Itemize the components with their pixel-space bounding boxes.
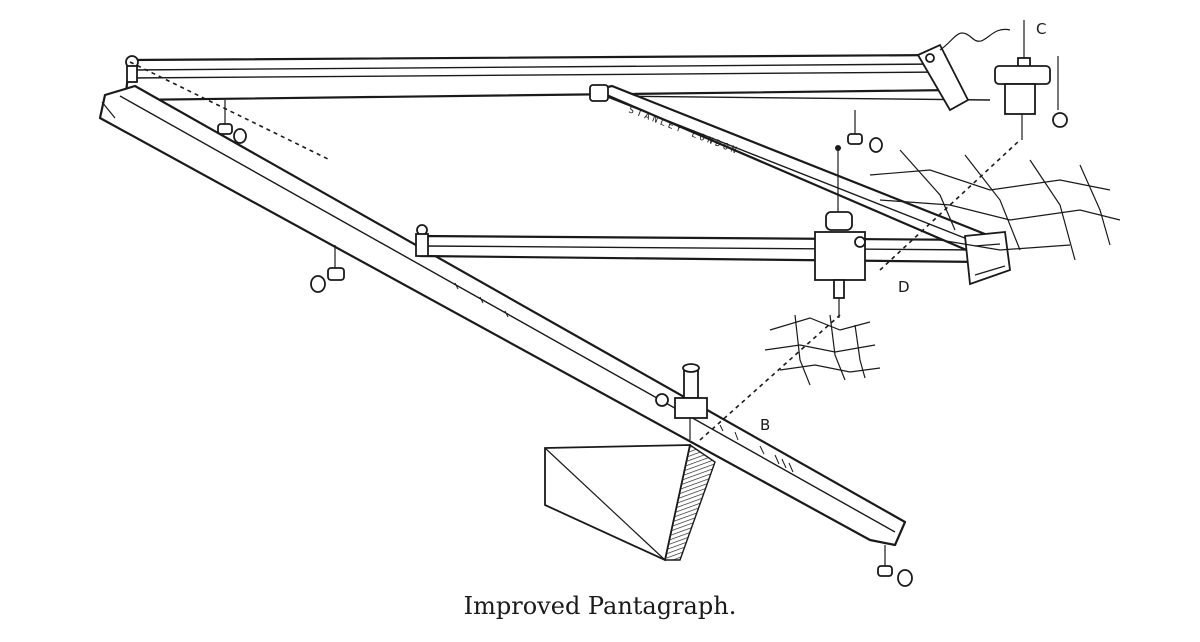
main-arm bbox=[98, 84, 907, 547]
label-c: C bbox=[1036, 20, 1046, 38]
traced-map-small bbox=[764, 314, 881, 386]
castor-wheel-3 bbox=[310, 245, 345, 293]
pivot-top-middle bbox=[589, 84, 609, 102]
figure-caption: Improved Pantagraph. bbox=[463, 592, 737, 620]
reference-line-top bbox=[129, 61, 331, 161]
top-arm bbox=[123, 53, 991, 102]
castor-wheel-2 bbox=[847, 110, 883, 153]
label-d: D bbox=[898, 278, 910, 296]
castor-wheel-1 bbox=[217, 100, 247, 144]
pivot-top-left bbox=[125, 55, 139, 83]
diagonal-arm: STANLEY LONDON bbox=[593, 84, 1002, 260]
lifting-lever bbox=[916, 28, 1011, 112]
scale-ticks bbox=[454, 282, 794, 473]
end-block bbox=[964, 231, 1011, 286]
middle-arm bbox=[418, 234, 992, 264]
pencil-holder bbox=[994, 20, 1068, 140]
castor-wheel-4 bbox=[877, 545, 913, 587]
pivot-middle-left bbox=[415, 224, 429, 257]
label-b: B bbox=[760, 416, 770, 434]
traced-map-large bbox=[869, 149, 1121, 261]
weight-block bbox=[544, 443, 716, 562]
fulcrum-post bbox=[655, 363, 708, 440]
tracer-assembly bbox=[814, 145, 866, 318]
